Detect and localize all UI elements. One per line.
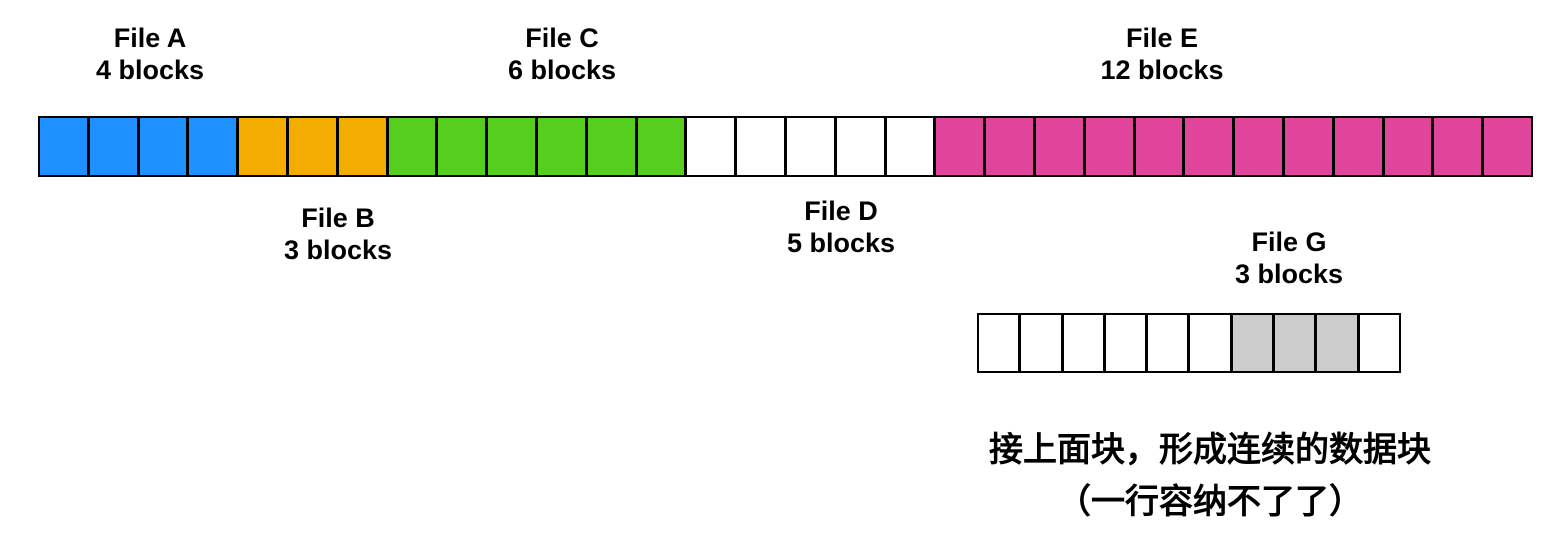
disk-block-file-b	[239, 118, 289, 175]
caption: 接上面块，形成连续的数据块 （一行容纳不了了）	[989, 424, 1431, 528]
disk-block-file-a	[189, 118, 240, 175]
disk-block-free	[1359, 315, 1399, 371]
disk-block-file-a	[40, 118, 90, 175]
label-file-c: File C 6 blocks	[508, 22, 616, 86]
disk-block-file-g	[1232, 315, 1276, 371]
file-d-name: File D	[804, 196, 878, 226]
file-e-size: 12 blocks	[1100, 55, 1224, 85]
file-g-size: 3 blocks	[1234, 259, 1344, 289]
disk-block-file-c	[438, 118, 489, 175]
disk-block-file-c	[537, 118, 588, 175]
disk-block-file-e	[1035, 118, 1086, 175]
disk-block-file-b	[288, 118, 339, 175]
disk-block-file-e	[1235, 118, 1285, 175]
disk-block-free	[1021, 315, 1064, 371]
disk-block-file-d	[687, 118, 738, 175]
disk-block-file-c	[388, 118, 439, 175]
disk-block-free	[1190, 315, 1233, 371]
label-file-a: File A 4 blocks	[96, 22, 204, 86]
disk-block-file-g	[1275, 315, 1318, 371]
file-b-size: 3 blocks	[283, 235, 393, 265]
disk-row-main	[38, 116, 1533, 177]
file-c-size: 6 blocks	[507, 55, 617, 85]
label-file-g: File G 3 blocks	[1235, 226, 1343, 290]
file-d-size: 5 blocks	[786, 228, 896, 258]
disk-block-file-a	[89, 118, 140, 175]
disk-block-file-d	[836, 118, 887, 175]
disk-block-file-c	[488, 118, 538, 175]
file-g-name: File G	[1251, 227, 1327, 257]
disk-block-free	[979, 315, 1022, 371]
disk-block-file-e	[1384, 118, 1435, 175]
disk-block-file-e	[1484, 118, 1531, 175]
file-c-name: File C	[525, 23, 599, 53]
disk-block-file-e	[1135, 118, 1186, 175]
disk-block-file-d	[786, 118, 837, 175]
disk-block-file-e	[986, 118, 1036, 175]
disk-block-free	[1063, 315, 1106, 371]
disk-block-file-g	[1317, 315, 1360, 371]
file-b-name: File B	[301, 203, 375, 233]
disk-block-free	[1105, 315, 1149, 371]
disk-block-file-c	[637, 118, 688, 175]
disk-block-file-a	[139, 118, 190, 175]
label-file-b: File B 3 blocks	[284, 202, 392, 266]
disk-row-overflow	[977, 313, 1401, 373]
file-a-name: File A	[113, 23, 187, 53]
disk-block-free	[1148, 315, 1191, 371]
disk-block-file-e	[1185, 118, 1236, 175]
disk-block-file-e	[1085, 118, 1136, 175]
disk-block-file-d	[737, 118, 787, 175]
label-file-d: File D 5 blocks	[787, 195, 895, 259]
disk-block-file-b	[338, 118, 389, 175]
disk-block-file-e	[936, 118, 987, 175]
disk-block-file-c	[587, 118, 638, 175]
disk-block-file-e	[1284, 118, 1335, 175]
file-e-name: File E	[1125, 23, 1199, 53]
caption-line-2: （一行容纳不了了）	[1057, 483, 1363, 521]
label-file-e: File E 12 blocks	[1100, 22, 1223, 86]
disk-block-file-e	[1334, 118, 1385, 175]
disk-block-file-d	[886, 118, 937, 175]
disk-block-file-e	[1434, 118, 1485, 175]
file-a-size: 4 blocks	[95, 55, 205, 85]
caption-line-1: 接上面块，形成连续的数据块	[989, 431, 1431, 469]
